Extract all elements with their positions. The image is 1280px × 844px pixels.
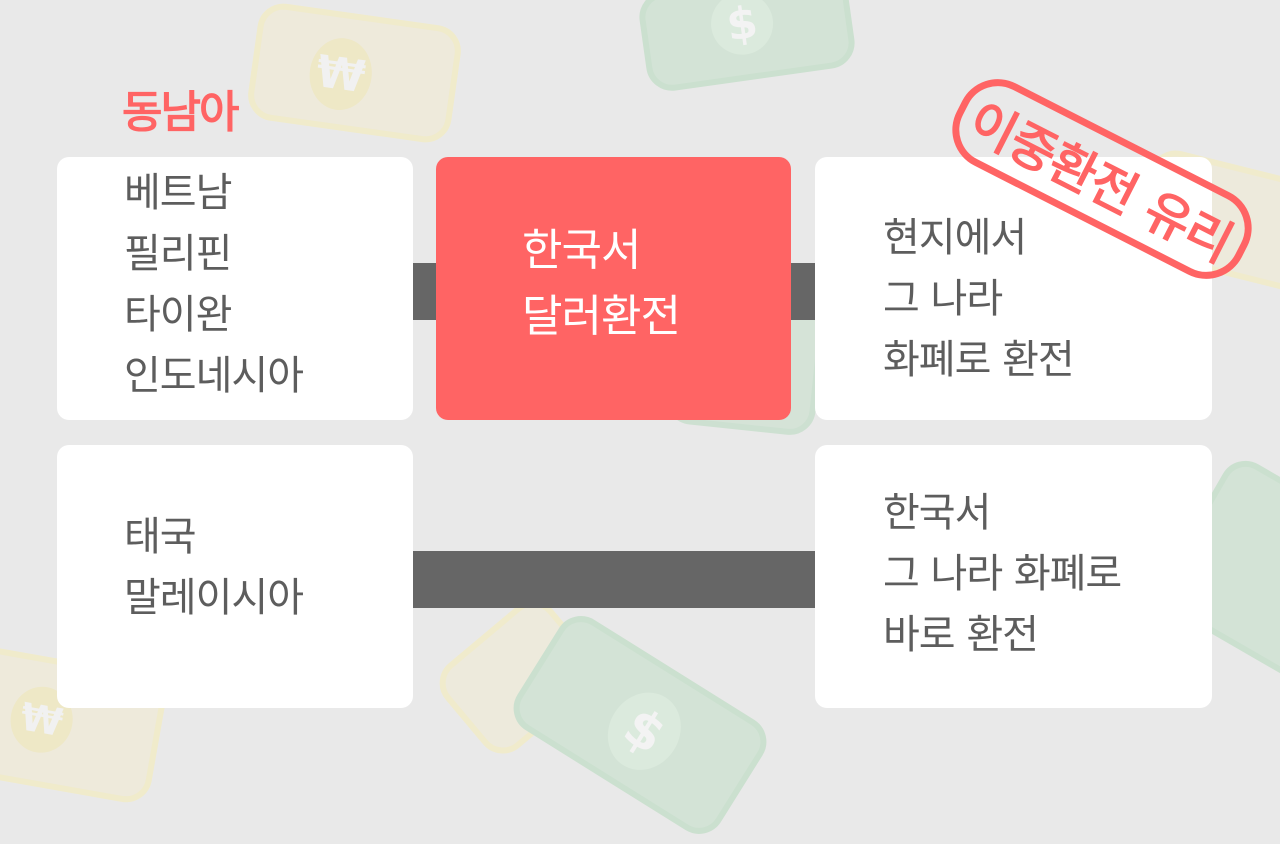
dollar-coin-icon: $ — [707, 0, 778, 59]
countries-card-row1: 베트남 필리핀 타이완 인도네시아 — [57, 157, 413, 420]
arrow-right-icon — [413, 551, 847, 608]
step-label: 한국서 — [883, 490, 991, 536]
step-label: 그 나라 화폐로 — [883, 551, 1122, 597]
direct-exchange-card: 한국서 그 나라 화폐로 바로 환전 — [815, 445, 1212, 708]
step-dollar-exchange-card: 한국서 달러환전 — [436, 157, 791, 420]
country-label: 베트남 — [124, 170, 232, 216]
step-label: 화폐로 환전 — [883, 337, 1075, 383]
region-title: 동남아 — [122, 87, 239, 138]
dollar-coin-icon: $ — [593, 678, 696, 784]
country-label: 타이완 — [124, 292, 232, 338]
country-label: 필리핀 — [124, 231, 232, 277]
step-label: 현지에서 — [883, 215, 1027, 261]
country-label: 태국 — [124, 514, 197, 560]
step-label: 그 나라 — [883, 276, 1003, 322]
country-label: 말레이시아 — [124, 575, 304, 621]
step-label: 바로 환전 — [883, 612, 1039, 658]
won-coin-icon: ₩ — [305, 34, 377, 115]
won-bill-icon: ₩ — [244, 0, 465, 146]
step-label: 한국서 — [522, 225, 641, 276]
country-label: 인도네시아 — [124, 353, 304, 399]
step-label: 달러환전 — [522, 291, 681, 342]
dollar-bill-icon: $ — [636, 0, 858, 95]
countries-card-row2: 태국 말레이시아 — [57, 445, 413, 708]
step-local-exchange-card: 현지에서 그 나라 화폐로 환전 — [815, 157, 1212, 420]
